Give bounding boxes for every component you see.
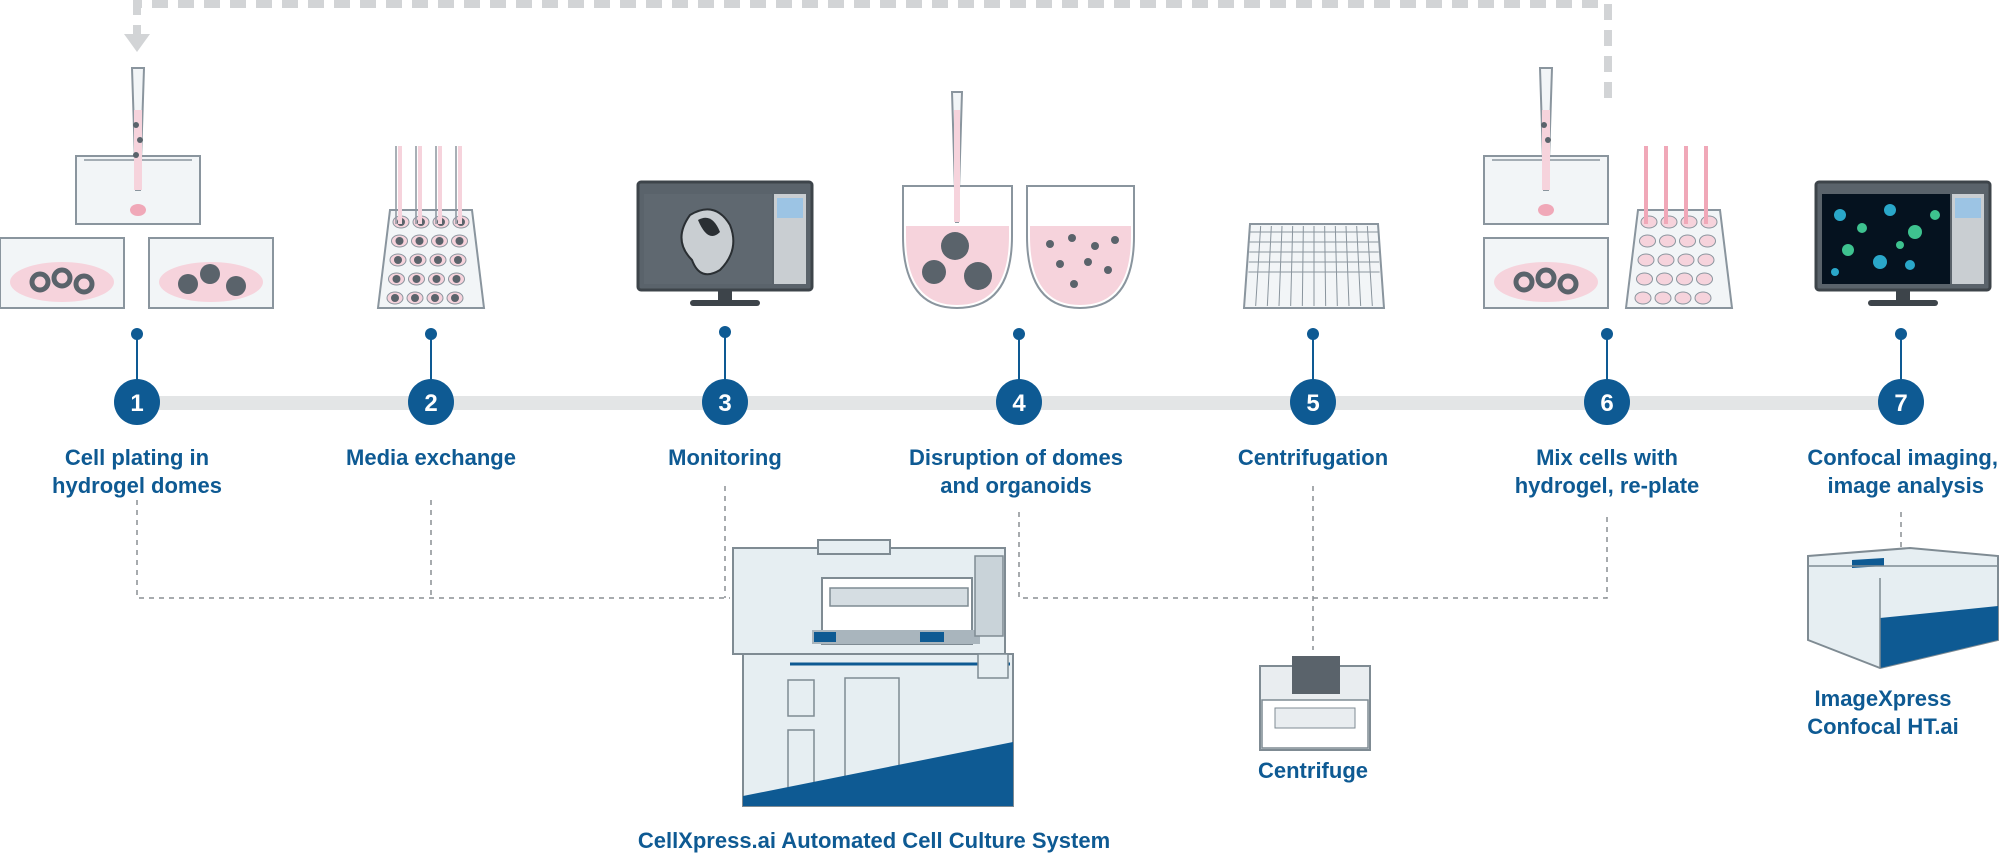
step-7-number: 7 — [1894, 390, 1907, 417]
step-7-label-line2: image analysis — [1827, 473, 1984, 498]
step-2-number: 2 — [424, 390, 437, 417]
cellxpress-instrument — [732, 539, 1014, 807]
step-1-label-line1: Cell plating in — [65, 445, 209, 470]
step-markers: 1 2 3 4 5 6 7 — [114, 379, 1924, 425]
step-connectors — [136, 332, 1902, 380]
monitor-icon — [636, 180, 814, 306]
plating-icon — [0, 67, 274, 309]
step-4-label-line2: and organoids — [940, 473, 1092, 498]
step-6-circle — [1584, 379, 1630, 425]
centrifuge-instrument — [1259, 656, 1371, 751]
step-2-label-line1: Media exchange — [346, 445, 516, 470]
step-6-label-line1: Mix cells with — [1536, 445, 1678, 470]
step-5-circle — [1290, 379, 1336, 425]
connector-dots — [131, 326, 1907, 340]
step-6-label-line2: hydrogel, re-plate — [1515, 473, 1700, 498]
centrifuge-label: Centrifuge — [1258, 758, 1368, 783]
loop-back-arrow — [124, 0, 1612, 98]
imagexpress-instrument — [1807, 546, 1999, 670]
cellxpress-label: CellXpress.ai Automated Cell Culture Sys… — [638, 828, 1110, 853]
step-2-circle — [408, 379, 454, 425]
step-labels: Cell plating in hydrogel domes Media exc… — [52, 445, 1998, 498]
step-3-circle — [702, 379, 748, 425]
step-4-number: 4 — [1012, 390, 1026, 417]
step-1-circle — [114, 379, 160, 425]
centrifugation-plate-icon — [1242, 223, 1386, 309]
step-5-number: 5 — [1306, 390, 1319, 417]
step-4-label-line1: Disruption of domes — [909, 445, 1123, 470]
instrument-dashed-connectors — [136, 486, 1902, 650]
step-7-circle — [1878, 379, 1924, 425]
disruption-cups-icon — [902, 91, 1135, 310]
step-3-label-line1: Monitoring — [668, 445, 782, 470]
step-3-number: 3 — [718, 390, 731, 417]
step-1-label-line2: hydrogel domes — [52, 473, 222, 498]
imagexpress-label-line2: Confocal HT.ai — [1807, 714, 1959, 739]
step-5-label-line1: Centrifugation — [1238, 445, 1388, 470]
step-4-circle — [996, 379, 1042, 425]
step-6-number: 6 — [1600, 390, 1613, 417]
step-7-label-line1: Confocal imaging, — [1807, 445, 1998, 470]
imaging-monitor-icon — [1814, 180, 1992, 306]
step-1-number: 1 — [130, 390, 143, 417]
imagexpress-label-line1: ImageXpress — [1815, 686, 1952, 711]
replating-icon — [1483, 67, 1734, 309]
multiwell-plate-icon — [376, 146, 486, 309]
